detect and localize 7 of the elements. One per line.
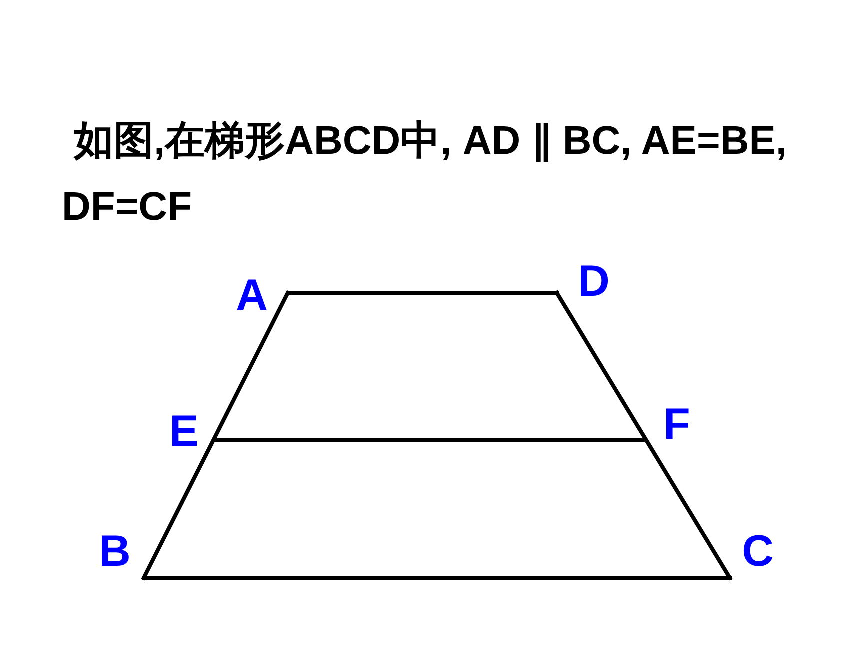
- point-label: C: [742, 530, 774, 574]
- point-label: E: [169, 410, 199, 454]
- point-label: A: [236, 274, 268, 318]
- point-label: D: [578, 260, 610, 304]
- problem-statement: 如图,在梯形ABCD中, AD ∥ BC, AE=BE, DF=CF: [62, 118, 788, 231]
- point-label: B: [99, 530, 131, 574]
- point-label: F: [664, 403, 690, 447]
